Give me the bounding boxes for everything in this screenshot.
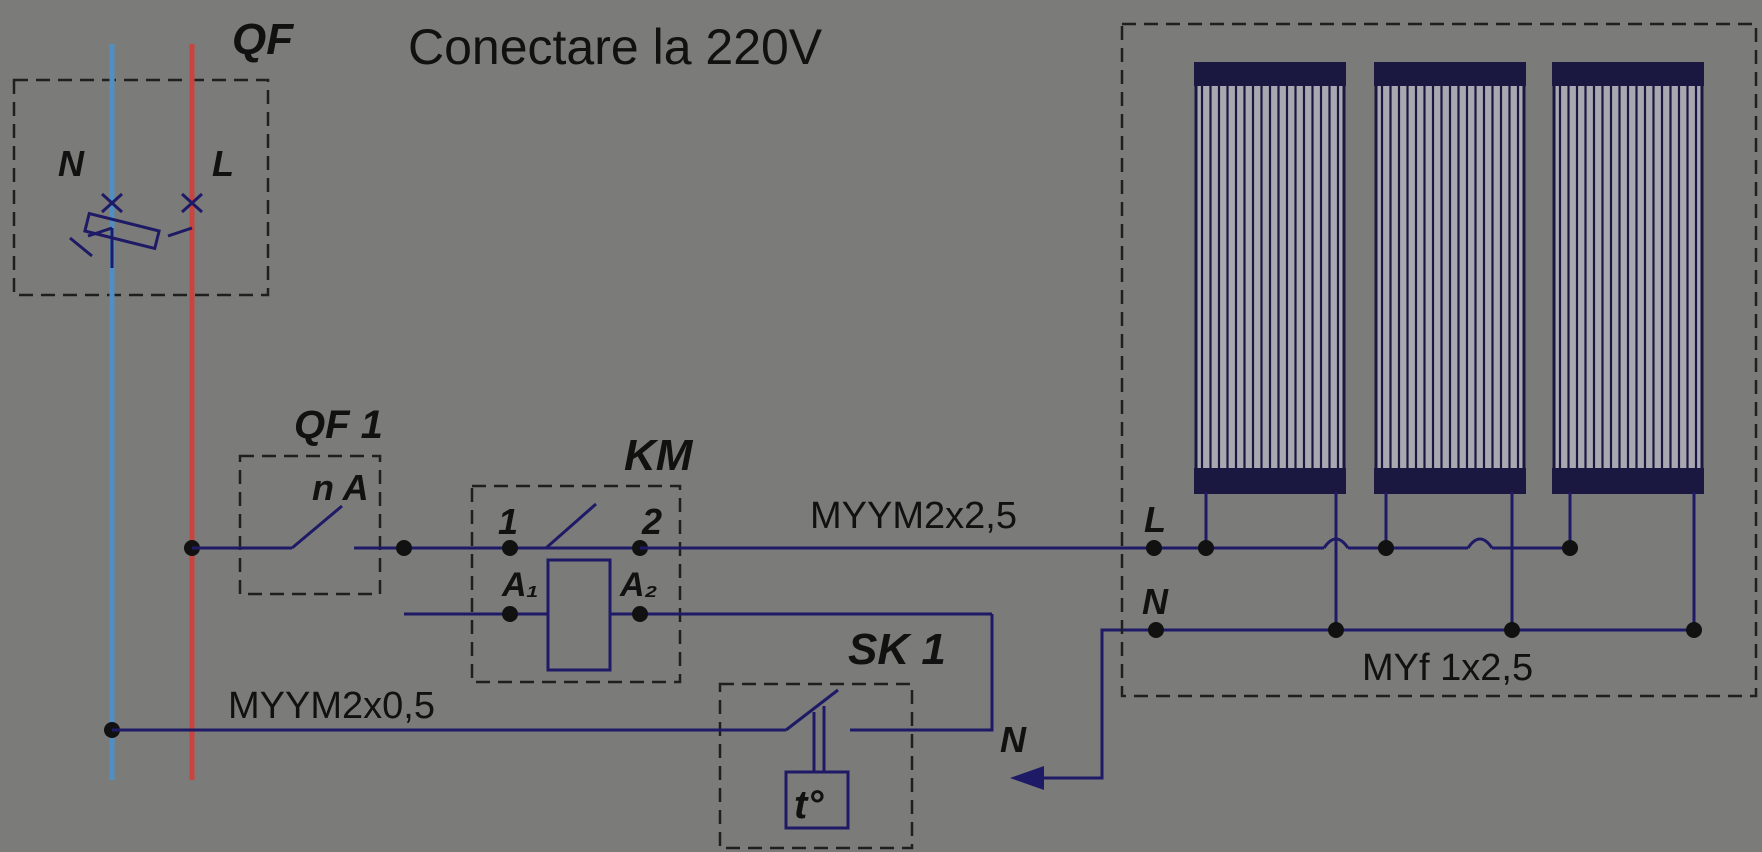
km-a1-dot (502, 606, 518, 622)
qf1-label: QF 1 (294, 403, 383, 447)
sk1-thermostat-box (718, 682, 914, 850)
qf-label: QF (232, 15, 294, 64)
km-terminal-1-dot (502, 540, 518, 556)
sk1-sensor-box (784, 770, 850, 830)
heater-n-entry-dot (1148, 622, 1164, 638)
heater-panel-3 (1552, 62, 1704, 638)
heater-l-tap-dot (1378, 540, 1394, 556)
heater-l-entry-dot (1146, 540, 1162, 556)
km-terminal-1-label: 1 (498, 501, 518, 542)
sk1-contact (785, 688, 839, 732)
km-coil-a2-label: A₂ (619, 566, 658, 604)
diagram-title: Conectare la 220V (408, 19, 823, 75)
heater-cable-label: MYf 1x2,5 (1362, 647, 1533, 689)
km-coil (546, 558, 612, 672)
heater-n-tap-dot (1328, 622, 1344, 638)
qf1-breaker-box (238, 454, 382, 596)
a2-to-sk1-wire (850, 614, 994, 732)
heater-n-tap-dot (1504, 622, 1520, 638)
qf-l-label: L (212, 143, 234, 184)
km-a2-dot (632, 606, 648, 622)
km-contactor-box (470, 484, 682, 684)
heater-enclosure-box (1120, 22, 1758, 698)
qf1-output-dot (396, 540, 412, 556)
neutral-return-arrow (1010, 766, 1044, 790)
heater-panels (1194, 62, 1704, 638)
heater-phase-bus (1154, 537, 1570, 550)
sk1-temperature-label: t° (794, 783, 824, 827)
heater-l-label: L (1144, 499, 1166, 540)
heater-l-tap-dot (1562, 540, 1578, 556)
return-n-label: N (1000, 719, 1027, 760)
heater-n-tap-dot (1686, 622, 1702, 638)
qf-switch-symbol (69, 192, 204, 268)
qf-n-label: N (58, 143, 85, 184)
km-coil-a1-label: A₁ (501, 566, 539, 604)
heater-l-tap-dot (1198, 540, 1214, 556)
sk1-label: SK 1 (848, 625, 946, 674)
mains-cable-label: MYYM2x2,5 (810, 495, 1017, 537)
km-main-contact (545, 502, 597, 550)
heater-panel-2 (1374, 62, 1526, 638)
km-label: KM (624, 431, 694, 480)
heater-n-label: N (1142, 581, 1169, 622)
neutral-return-wire (1024, 628, 1156, 780)
km-terminal-2-label: 2 (641, 501, 662, 542)
qf-breaker-box (12, 78, 270, 297)
qf1-contact (291, 504, 343, 550)
qf1-rating-label: n A (312, 467, 369, 508)
control-cable-label: MYYM2x0,5 (228, 685, 435, 727)
heater-panel-1 (1194, 62, 1346, 638)
